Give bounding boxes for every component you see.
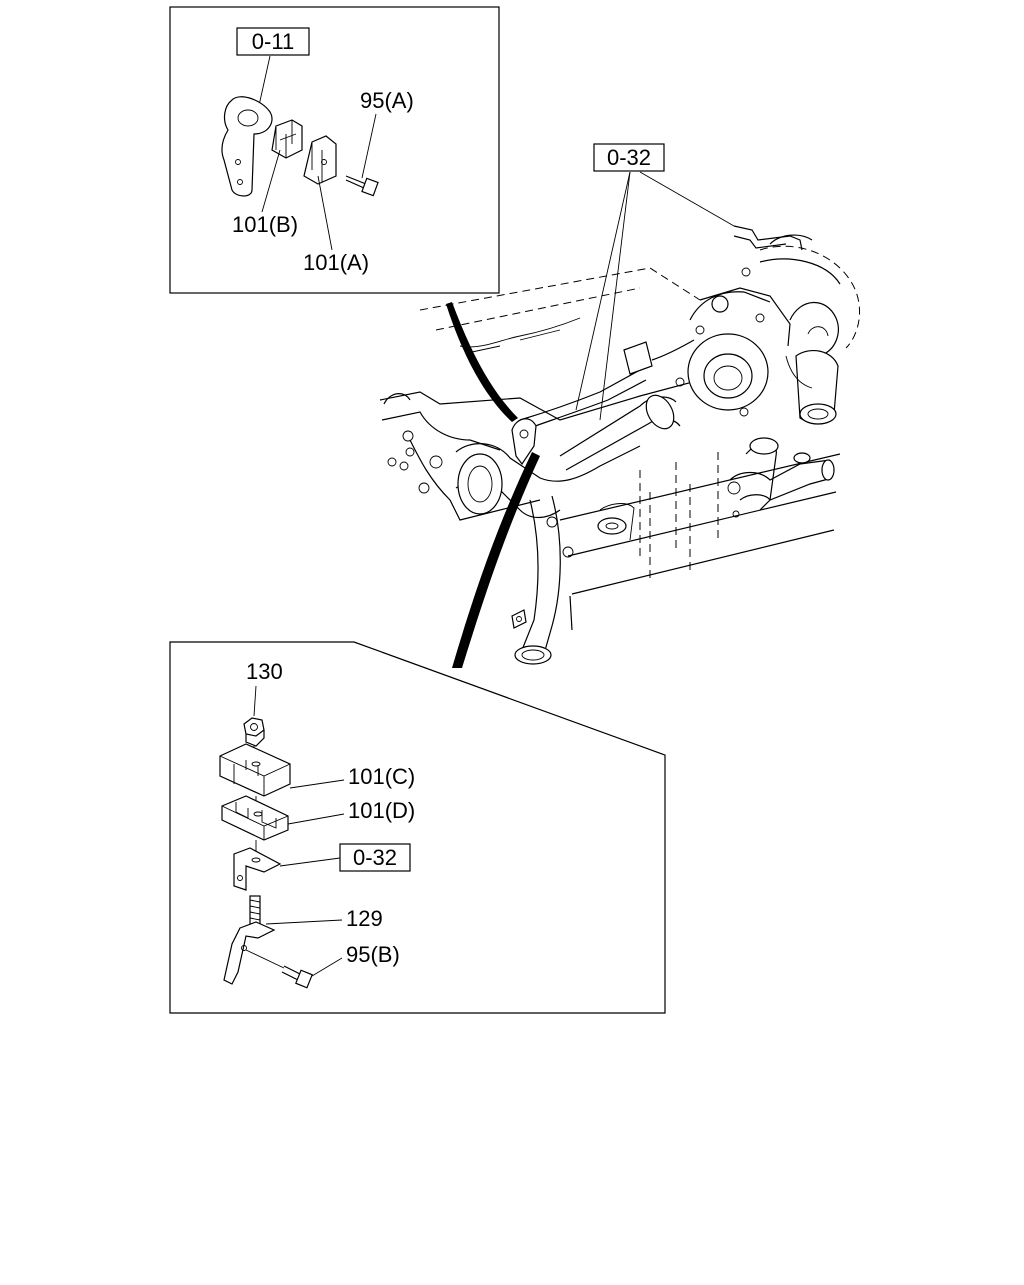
leader-130 bbox=[253, 685, 257, 717]
clip-d-drawing bbox=[221, 795, 289, 841]
bottom-detail-inset: 130 101(C) 101(D) 0 bbox=[169, 641, 666, 1014]
turbocharger-drawing bbox=[675, 234, 861, 425]
top-ref-label: 0-11 bbox=[252, 29, 294, 54]
label-101b: 101(B) bbox=[232, 212, 298, 237]
stud-129-drawing bbox=[223, 895, 276, 985]
label-101d: 101(D) bbox=[348, 798, 415, 823]
top-ref-box: 0-11 bbox=[236, 27, 310, 56]
bottom-ref-leader bbox=[279, 857, 341, 867]
top-detail-frame bbox=[169, 6, 500, 294]
harness-connector bbox=[623, 341, 653, 375]
label-129: 129 bbox=[346, 906, 383, 931]
label-101a: 101(A) bbox=[303, 250, 369, 275]
clip-b-drawing bbox=[271, 119, 303, 159]
leader-95b bbox=[311, 957, 343, 977]
leader-101c bbox=[289, 779, 345, 789]
bracket-0-32-drawing bbox=[233, 847, 282, 891]
top-ref-leader bbox=[257, 55, 271, 111]
bottom-detail-frame bbox=[169, 641, 666, 1014]
label-130: 130 bbox=[246, 659, 283, 684]
upper-callout-arrow bbox=[446, 302, 518, 422]
bracket-plate-drawing bbox=[221, 96, 273, 197]
main-ref-leader-2 bbox=[599, 171, 631, 421]
clip-c-drawing bbox=[219, 743, 291, 797]
bottom-ref-label: 0-32 bbox=[353, 845, 397, 870]
leader-95a bbox=[361, 113, 377, 179]
main-ref-box: 0-32 bbox=[593, 143, 665, 172]
label-101c: 101(C) bbox=[348, 764, 415, 789]
leader-101a bbox=[317, 175, 333, 251]
leader-101b bbox=[261, 149, 281, 213]
label-95b: 95(B) bbox=[346, 942, 400, 967]
nut-130-drawing bbox=[243, 717, 265, 747]
label-95a: 95(A) bbox=[360, 88, 414, 113]
bolt-a-drawing bbox=[345, 175, 379, 197]
harness-clip-mounted bbox=[511, 418, 537, 466]
clip-a-drawing bbox=[303, 135, 337, 185]
main-ref-leader-3 bbox=[639, 171, 735, 227]
engine-assembly-drawing: 0-32 bbox=[379, 143, 861, 665]
main-ref-leader-1 bbox=[575, 171, 631, 411]
main-ref-label: 0-32 bbox=[607, 145, 651, 170]
bolt-b-drawing bbox=[281, 965, 313, 989]
top-detail-inset: 0-11 95(A) 101( bbox=[169, 6, 500, 294]
leader-101d bbox=[287, 813, 345, 825]
harness-line bbox=[519, 369, 641, 421]
leader-129 bbox=[265, 919, 343, 925]
bottom-ref-box: 0-32 bbox=[339, 843, 411, 872]
